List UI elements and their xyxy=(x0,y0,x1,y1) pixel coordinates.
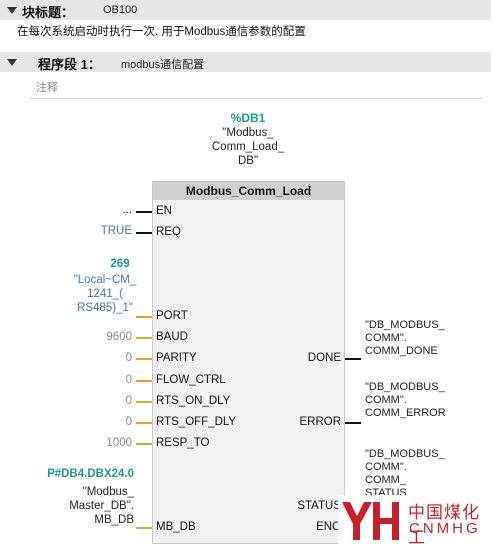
flow-ctrl-wire xyxy=(136,380,152,382)
instance-db-symbol-line: DB" xyxy=(237,155,259,167)
port-symbol-line: "Local~CM_ xyxy=(73,274,137,286)
en-value[interactable]: ... xyxy=(122,204,132,216)
pin-req: REQ xyxy=(156,226,181,238)
baud-value[interactable]: 9600 xyxy=(106,331,132,343)
port-symbol-line: 1241_( xyxy=(87,288,123,300)
collapse-triangle-icon[interactable] xyxy=(7,59,17,66)
logo-mark-icon xyxy=(342,502,399,540)
mb-db-symbol-line: Master_DB". xyxy=(69,500,134,512)
network-title-bar[interactable]: 程序段 1： modbus通信配置 xyxy=(0,52,491,72)
watermark-logo: 中国煤化工 CNMHG xyxy=(338,495,491,544)
port-wire xyxy=(136,316,152,318)
en-wire xyxy=(136,211,152,213)
resp-to-wire xyxy=(136,443,152,445)
done-tag-line: COMM_DONE xyxy=(365,345,438,357)
block-title-label: 块标题： xyxy=(22,5,75,20)
status-tag[interactable]: "DB_MODBUS_ COMM". COMM_ STATUS xyxy=(365,448,445,500)
error-tag-line: COMM". xyxy=(365,394,407,406)
error-tag-line: COMM_ERROR xyxy=(365,407,446,419)
pin-baud: BAUD xyxy=(156,331,188,343)
block-comment[interactable]: 在每次系统启动时执行一次. 用于Modbus通信参数的配置 xyxy=(17,26,306,38)
baud-wire xyxy=(136,337,152,339)
done-tag-line: COMM". xyxy=(365,332,407,344)
pin-status: STATUS xyxy=(297,500,341,512)
block-title-bar[interactable]: 块标题： OB100 xyxy=(0,0,491,20)
pin-parity: PARITY xyxy=(156,352,197,364)
req-wire xyxy=(136,232,152,234)
rts-on-dly-wire xyxy=(136,401,152,403)
status-tag-line: "DB_MODBUS_ xyxy=(365,448,445,460)
status-tag-line: COMM_ xyxy=(365,474,406,486)
port-symbol[interactable]: "Local~CM_ 1241_( RS485)_1" xyxy=(62,273,148,315)
parity-value[interactable]: 0 xyxy=(125,352,132,364)
network-title-value[interactable]: modbus通信配置 xyxy=(121,59,205,71)
port-symbol-line: RS485)_1" xyxy=(77,302,133,314)
status-tag-line: COMM". xyxy=(365,461,407,473)
pin-rts-on-dly: RTS_ON_DLY xyxy=(156,395,231,407)
logo-name-en: CNMHG xyxy=(409,520,481,537)
mb-db-wire xyxy=(136,527,152,529)
network-title-label: 程序段 1： xyxy=(38,57,101,72)
pin-en: EN xyxy=(156,205,172,217)
rts-off-dly-value[interactable]: 0 xyxy=(125,416,132,428)
instance-db-address[interactable]: %DB1 xyxy=(230,111,266,125)
function-block-box[interactable]: Modbus_Comm_Load xyxy=(152,181,345,544)
pin-rts-off-dly: RTS_OFF_DLY xyxy=(156,416,237,428)
parity-wire xyxy=(136,358,152,360)
done-wire xyxy=(345,358,361,360)
pin-error: ERROR xyxy=(299,416,341,428)
resp-to-value[interactable]: 1000 xyxy=(106,437,132,449)
mb-db-symbol-line: "Modbus_ xyxy=(82,486,134,498)
rts-on-dly-value[interactable]: 0 xyxy=(125,395,132,407)
network-comment-field[interactable]: 注释 xyxy=(30,75,482,99)
block-title-value[interactable]: OB100 xyxy=(103,4,138,16)
done-tag-line: "DB_MODBUS_ xyxy=(365,319,445,331)
mb-db-address[interactable]: P#DB4.DBX24.0 xyxy=(47,468,134,480)
flow-ctrl-value[interactable]: 0 xyxy=(125,374,132,386)
instance-db-symbol[interactable]: "Modbus_ Comm_Load_ DB" xyxy=(200,126,296,168)
error-tag-line: "DB_MODBUS_ xyxy=(365,381,445,393)
pin-mb-db: MB_DB xyxy=(156,521,196,533)
pin-flow-ctrl: FLOW_CTRL xyxy=(156,374,226,386)
req-value[interactable]: TRUE xyxy=(100,225,132,237)
instance-db-symbol-line: Comm_Load_ xyxy=(211,141,285,153)
pin-port: PORT xyxy=(156,310,188,322)
error-tag[interactable]: "DB_MODBUS_ COMM". COMM_ERROR xyxy=(365,381,446,420)
port-value[interactable]: 269 xyxy=(110,258,130,270)
network-comment-placeholder: 注释 xyxy=(36,82,58,94)
logo-name-cn: 中国煤化工 xyxy=(408,503,480,544)
mb-db-symbol-line: MB_DB xyxy=(94,514,134,526)
pin-eno: ENO xyxy=(316,521,341,533)
pin-done: DONE xyxy=(307,352,341,364)
rts-off-dly-wire xyxy=(136,422,152,424)
pin-resp-to: RESP_TO xyxy=(156,437,210,449)
done-tag[interactable]: "DB_MODBUS_ COMM". COMM_DONE xyxy=(365,319,445,358)
error-wire xyxy=(345,422,361,424)
collapse-triangle-icon[interactable] xyxy=(7,7,17,14)
mb-db-symbol[interactable]: "Modbus_ Master_DB". MB_DB xyxy=(30,485,134,527)
instance-db-symbol-line: "Modbus_ xyxy=(222,127,274,139)
function-block-name: Modbus_Comm_Load xyxy=(153,182,344,200)
